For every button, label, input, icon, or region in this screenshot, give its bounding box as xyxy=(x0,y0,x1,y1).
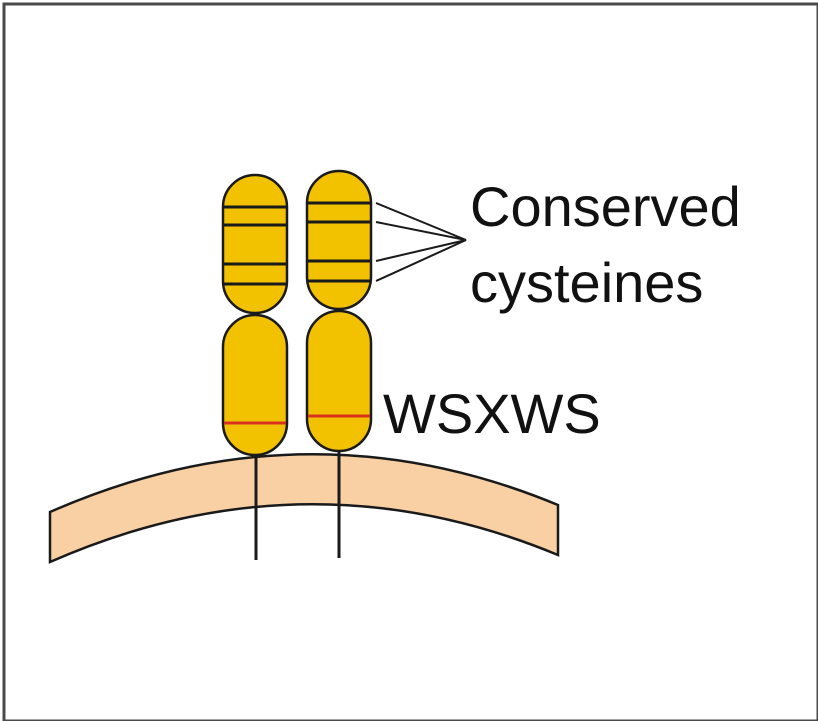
lower-domain-left xyxy=(223,315,287,455)
image-border xyxy=(4,4,818,721)
upper-domain-left xyxy=(223,175,287,313)
conserved-cysteines-label-line2: cysteines xyxy=(470,251,703,314)
lower-domain-right xyxy=(307,311,371,451)
wsxws-motif-label: WSXWS xyxy=(383,382,601,445)
conserved-cysteines-label-line1: Conserved xyxy=(470,175,741,238)
upper-domain-right xyxy=(307,171,371,309)
